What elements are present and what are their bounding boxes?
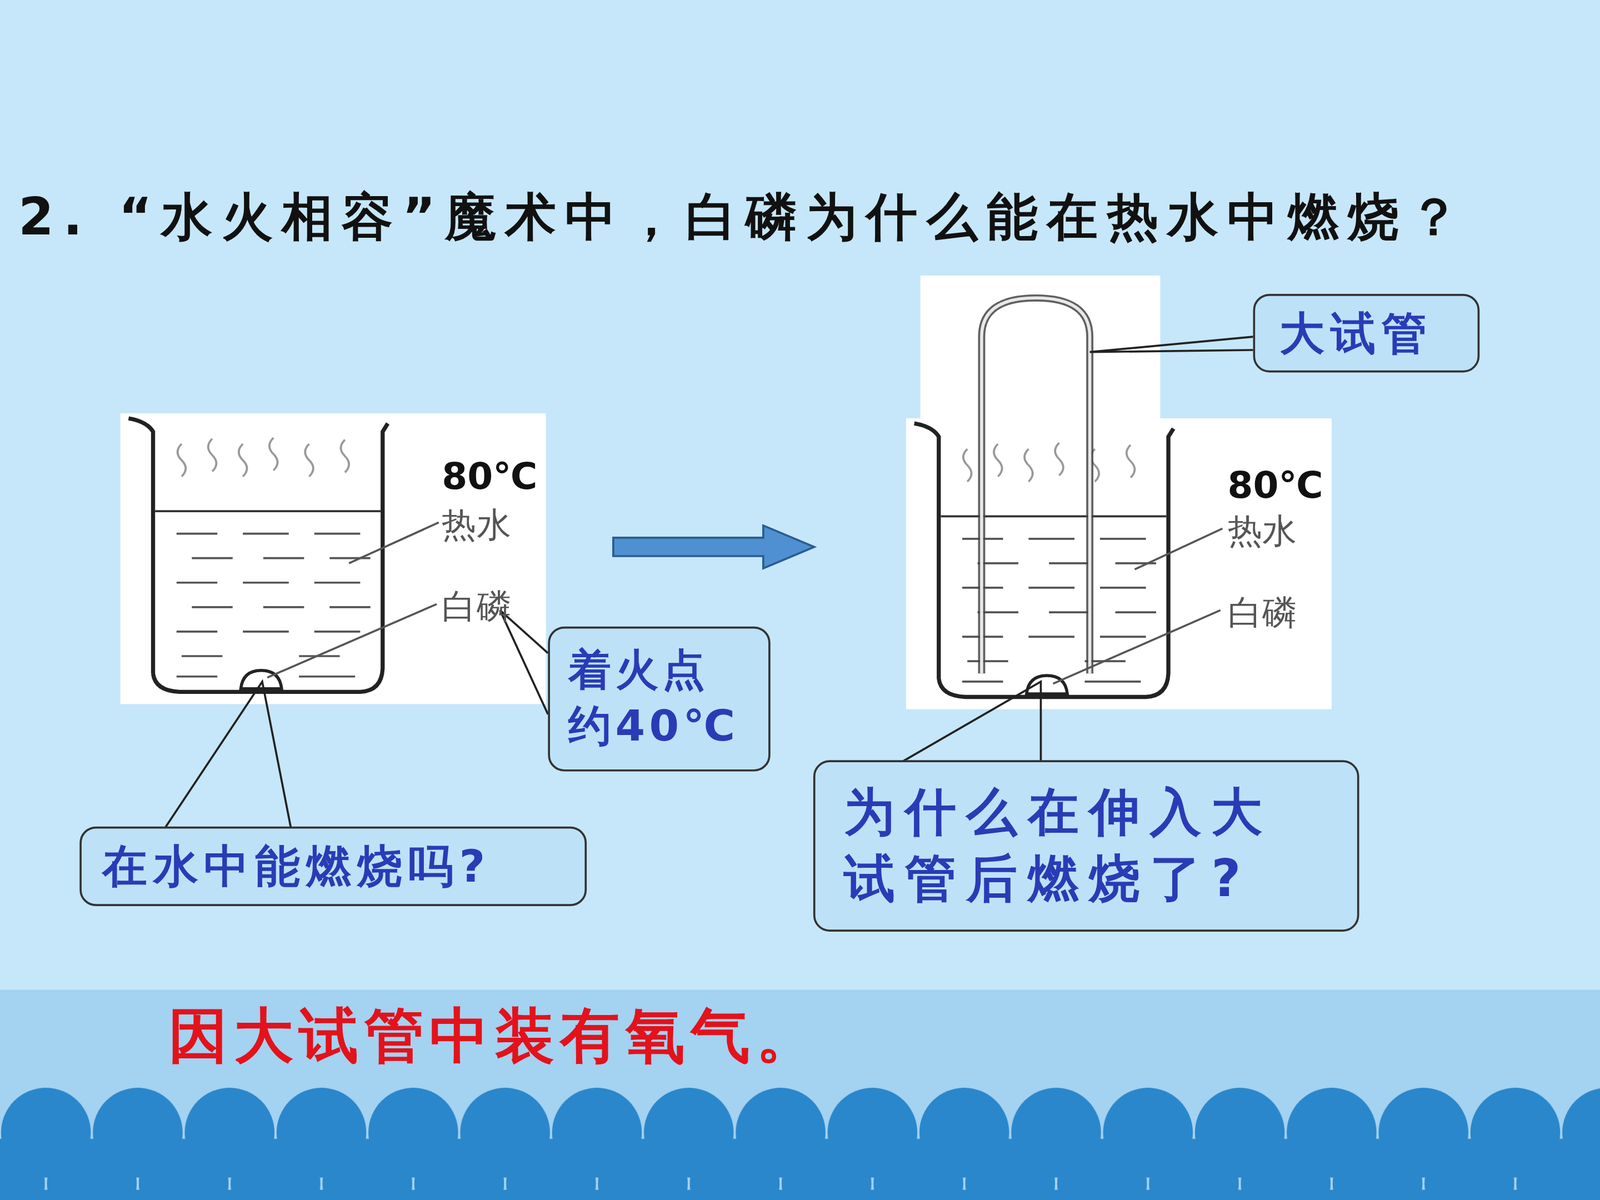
part-label: 热水	[441, 502, 512, 549]
slide-title: 2. “水火相容”魔术中，白磷为什么能在热水中燃烧？	[18, 171, 1559, 264]
node-text: 为什么在伸入大 试管后燃烧了?	[843, 779, 1333, 913]
callout-box: 大试管	[1253, 293, 1480, 373]
part-label: 热水	[1227, 508, 1298, 555]
part-label: 白磷	[1227, 590, 1298, 637]
callout-box: 在水中能燃烧吗?	[79, 826, 587, 907]
node-text: 大试管	[1279, 303, 1453, 363]
part-label: 白磷	[441, 583, 512, 631]
answer-band: 因大试管中装有氧气。	[0, 990, 1600, 1084]
callout-box: 为什么在伸入大 试管后燃烧了?	[813, 760, 1360, 932]
node-text: 因大试管中装有氧气。	[168, 998, 1600, 1075]
temperature-label: 80℃	[1227, 464, 1324, 507]
node-text: 着火点 约40℃	[568, 643, 750, 755]
node-text: 在水中能燃烧吗?	[102, 837, 565, 896]
temperature-label: 80℃	[441, 455, 538, 497]
callout-box: 着火点 约40℃	[547, 626, 770, 772]
